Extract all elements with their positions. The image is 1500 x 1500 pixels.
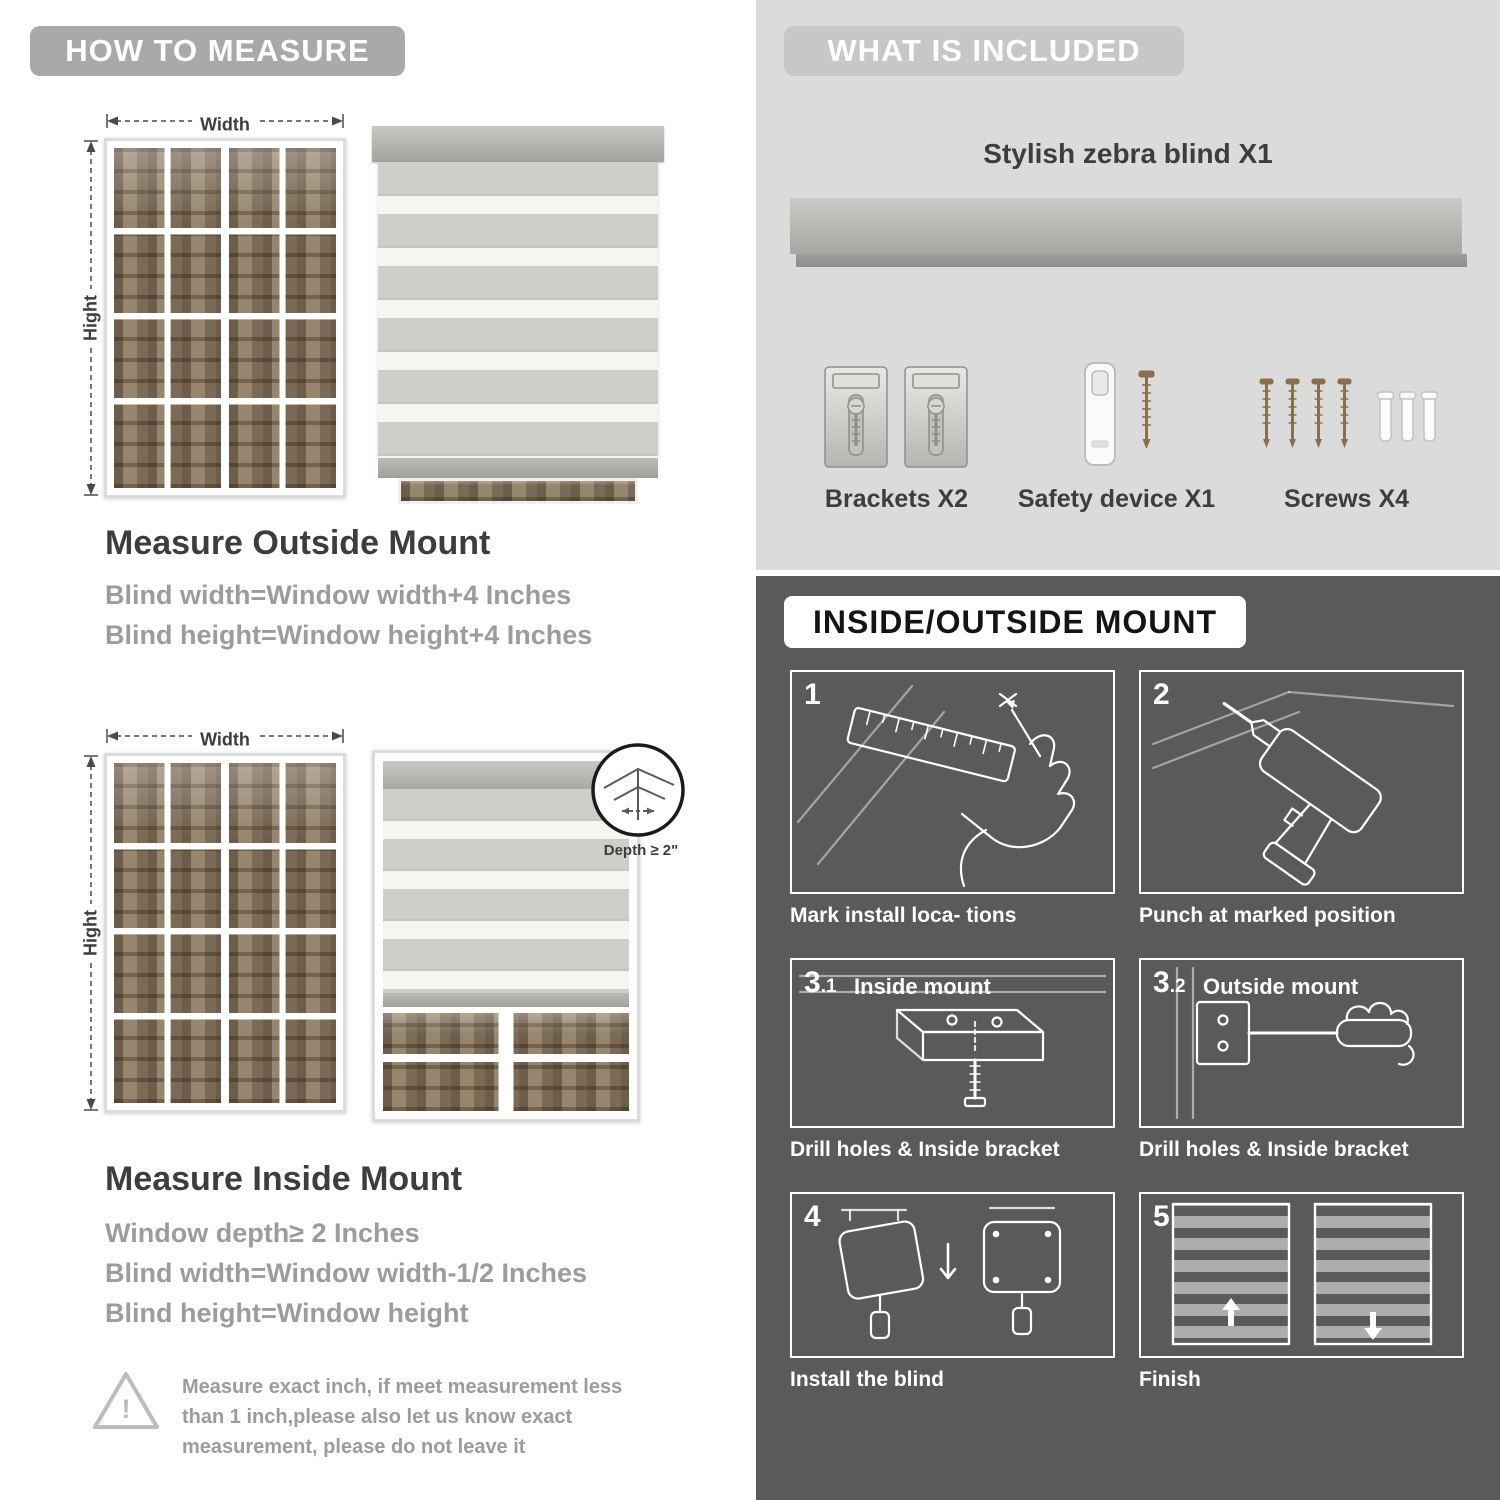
height-arrow-icon (84, 140, 98, 496)
outside-mount-rule: Blind width=Window width+4 Inches (105, 580, 572, 610)
outside-mount-blind-figure (372, 126, 664, 504)
inside-outside-mount-section: INSIDE/OUTSIDE MOUNT 1 (756, 576, 1500, 1500)
step-1-panel: 1 (790, 670, 1115, 894)
step-caption: Punch at marked position (1139, 904, 1396, 927)
step-caption: Drill holes & Inside bracket (1139, 1138, 1409, 1161)
step-number: 1 (804, 678, 821, 711)
outside-mount-rule: Blind height=Window height+4 Inches (105, 620, 593, 650)
window-illustration (104, 753, 346, 1113)
window-sash (114, 763, 221, 1103)
step-caption: Mark install loca- tions (790, 904, 1017, 927)
depth-detail-icon (591, 743, 685, 837)
item-label: Safety device X1 (1017, 485, 1216, 513)
step-number: 5 (1153, 1200, 1170, 1233)
blind-bottom-rail (378, 458, 658, 478)
inside-mount-rule: Window depth≥ 2 Inches (105, 1218, 420, 1248)
warning-text: Measure exact inch, if meet measurement … (182, 1376, 623, 1458)
blind-bottom-rail (383, 993, 629, 1007)
warning-icon: ! (90, 1368, 162, 1439)
inside-mount-rule: Blind width=Window width-1/2 Inches (105, 1258, 588, 1288)
inside-mount-blind-figure (372, 750, 640, 1122)
included-item-screws: Screws X4 (1234, 322, 1459, 514)
step-5: 5 (1139, 1192, 1464, 1392)
outside-bracket-icon (1175, 966, 1415, 1120)
blind-headrail (372, 126, 664, 162)
width-arrow: Width (104, 112, 346, 138)
product-name: Stylish zebra blind X1 (983, 138, 1273, 169)
width-label: Width (192, 114, 258, 136)
step-4: 4 (790, 1192, 1115, 1392)
zebra-blind-headrail-illustration (790, 198, 1467, 267)
step-5-panel: 5 (1139, 1192, 1464, 1358)
height-arrow-icon (84, 755, 98, 1111)
right-column: WHAT IS INCLUDED Stylish zebra blind X1 (756, 0, 1500, 1500)
inside-bracket-icon (798, 974, 1107, 1108)
outside-mount-title: Measure Outside Mount (105, 524, 491, 562)
inside-mount-title: Measure Inside Mount (105, 1160, 463, 1198)
inside-blind (383, 761, 629, 1007)
finish-icon (1171, 1202, 1433, 1346)
zebra-blind-stripes (378, 162, 658, 458)
step-caption: Drill holes & Inside bracket (790, 1138, 1060, 1161)
step-number: 4 (804, 1200, 821, 1233)
included-item-safety-device: Safety device X1 (1004, 322, 1229, 514)
safety-device-icon (1083, 362, 1154, 466)
inside-mount-rule: Blind height=Window height (105, 1298, 469, 1328)
inside-outside-mount-header: INSIDE/OUTSIDE MOUNT (784, 596, 1246, 648)
brackets-icon (823, 366, 968, 468)
step-3-2-panel: 3.2 Outside mount (1139, 958, 1464, 1128)
step-2: 2 (1139, 670, 1464, 928)
depth-magnifier (588, 740, 688, 840)
item-label: Brackets X2 (824, 485, 969, 513)
included-item-brackets: Brackets X2 (784, 322, 1009, 514)
step-caption: Finish (1139, 1368, 1201, 1391)
step-number: 3.1 (804, 966, 837, 999)
step-2-panel: 2 (1139, 670, 1464, 894)
what-is-included-section: WHAT IS INCLUDED Stylish zebra blind X1 (756, 0, 1500, 570)
warning-mark: ! (122, 1394, 131, 1424)
height-label: Hight (80, 904, 102, 962)
zebra-blind-stripes (383, 789, 629, 993)
step-caption: Install the blind (790, 1368, 945, 1391)
step-4-panel: 4 (790, 1192, 1115, 1358)
window-illustration (104, 138, 346, 498)
step-1: 1 (790, 670, 1115, 928)
warning-triangle-icon: ! (93, 1372, 159, 1429)
what-is-included-header: WHAT IS INCLUDED (784, 26, 1184, 76)
step-3-2: 3.2 Outside mount (1139, 958, 1464, 1162)
blind-headrail (383, 761, 629, 789)
height-arrow: Hight (78, 753, 104, 1113)
width-arrow: Width (104, 727, 346, 753)
depth-label: Depth ≥ 2" (603, 842, 679, 859)
step-number: 2 (1153, 678, 1170, 711)
window-below-blind (398, 478, 638, 504)
window-below-blind (383, 1013, 629, 1111)
width-label: Width (192, 729, 258, 751)
install-blind-icon (838, 1206, 1062, 1340)
how-to-measure-header: HOW TO MEASURE (30, 26, 405, 76)
window-sash (229, 148, 336, 488)
step-number: 3.2 (1153, 966, 1186, 999)
height-arrow: Hight (78, 138, 104, 498)
screws-icon (1259, 378, 1438, 448)
mount-steps: 1 (790, 670, 1464, 1392)
height-label: Hight (80, 289, 102, 347)
drill-icon (1151, 690, 1455, 886)
window-sash (114, 148, 221, 488)
inside-mount-window-figure: Width Hight (78, 727, 346, 1113)
step-3-1-panel: 3.1 Inside mount (790, 958, 1115, 1128)
step-title: Inside mount (854, 974, 991, 999)
step-3-1: 3.1 Inside mount (790, 958, 1115, 1162)
step-title: Outside mount (1203, 974, 1359, 999)
item-label: Screws X4 (1283, 485, 1410, 513)
window-sash (229, 763, 336, 1103)
mark-locations-icon (796, 684, 1076, 888)
outside-mount-window-figure: Width Hight (78, 112, 346, 498)
how-to-measure-section: HOW TO MEASURE Width (30, 26, 688, 1458)
